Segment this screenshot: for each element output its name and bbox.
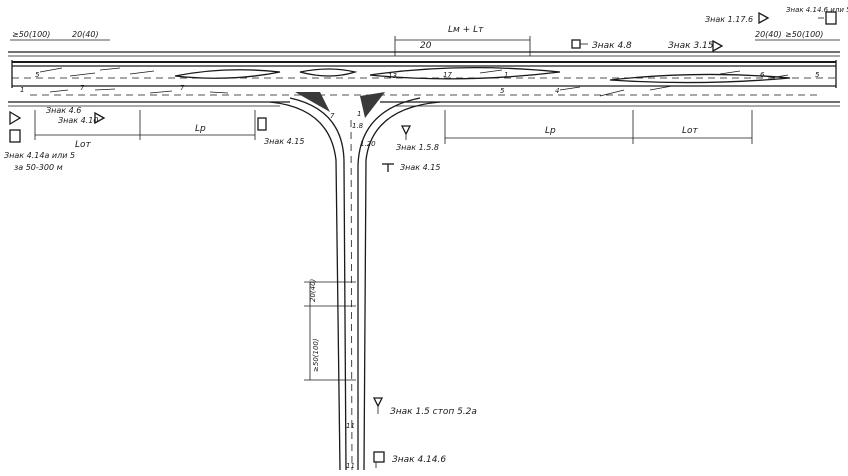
sign-4-15b-label: Знак 4.15 <box>400 163 440 172</box>
lane-mark: 1 <box>357 110 361 118</box>
lane-arrows <box>39 67 789 97</box>
lane-mark: 7 <box>180 84 185 92</box>
lane-mark: 5 <box>500 87 505 95</box>
dim-11: 11 <box>346 422 355 430</box>
sign-3-15-label: Знак 3.15 <box>668 41 714 51</box>
sign-post-right-symbol <box>818 11 837 25</box>
sign-4-15a-label: Знак 4.15 <box>264 137 304 146</box>
sign-4-15-symbol <box>257 117 267 131</box>
dim-top-right: 20(40) <box>755 30 782 39</box>
dim-lr-right: Lр <box>545 126 556 136</box>
lane-mark: 7 <box>330 112 335 120</box>
lane-mark: 7 <box>80 84 85 92</box>
lane-mark: 1 <box>504 71 508 79</box>
lane-mark: 5 <box>35 71 40 79</box>
sign-stop-label: Знак 1.5 стоп 5.2а <box>390 407 477 417</box>
sign-1-5-8-label: Знак 1.5.8 <box>396 143 439 152</box>
sign-t-symbol <box>382 163 394 172</box>
sign-4-8-symbol <box>571 39 588 49</box>
arrow-right-icon <box>9 110 22 126</box>
dim-lot-right: Lот <box>682 126 699 136</box>
arrow-left-icon <box>758 11 770 25</box>
dim-twenty: 20 <box>420 41 432 51</box>
minor-road <box>269 97 441 471</box>
sign-4-14b-label: Знак 4.14.6 или 5 <box>786 6 848 14</box>
dim-vert-upper: 20(40) <box>309 278 317 302</box>
sign-4-14-6-label: Знак 4.14.6 <box>392 455 446 465</box>
sign-4-10-label: Знак 4.10 <box>58 116 98 125</box>
dim-lr: Lр <box>195 124 206 134</box>
dim-11b: 11 <box>346 462 355 470</box>
dimension-lines <box>10 36 840 381</box>
sign-1-17b-label: Знак 1.17.6 <box>705 15 753 24</box>
yield-sign-icon <box>372 397 384 414</box>
sign-symbols <box>9 11 837 468</box>
dimension-labels: ≥50(100) 20(40) 20(40) ≥50(100) Lм + Lт … <box>12 25 823 470</box>
lane-mark: 13 <box>388 72 397 80</box>
dim-18: 1.8 <box>352 122 364 130</box>
dim-top-right2: ≥50(100) <box>785 30 823 39</box>
dim-vert-lower: ≥50(100) <box>312 338 320 372</box>
lane-mark: 17 <box>443 71 452 79</box>
lane-mark: 5 <box>815 71 820 79</box>
yield-sign-icon <box>400 125 412 140</box>
dim-top-left2: 20(40) <box>72 30 99 39</box>
arrow-left-icon <box>712 39 724 53</box>
dim-lot-left: Lот <box>75 140 92 150</box>
dim-lm-lt: Lм + Lт <box>448 25 484 35</box>
channelizing-islands <box>174 67 791 118</box>
sign-4-8-label: Знак 4.8 <box>592 41 632 51</box>
sign-post-left-symbol <box>9 129 21 143</box>
lane-mark-numbers: 5 7 7 13 17 1 5 6 1 5 4 1 7 <box>20 71 820 120</box>
dim-120: 1.20 <box>360 140 376 148</box>
sign-4-14a-label: Знак 4.14а или 5 <box>4 151 75 160</box>
lane-mark: 4 <box>555 87 559 95</box>
sign-4-6-label: Знак 4.6 <box>46 106 81 115</box>
sign-4-14a-dist: за 50-300 м <box>14 163 63 172</box>
lane-mark: 1 <box>20 86 24 94</box>
sign-4-14-symbol <box>373 451 385 468</box>
lane-mark: 6 <box>760 71 765 79</box>
sign-labels: Знак 4.8 Знак 3.15 Знак 1.17.6 Знак 4.14… <box>4 6 848 465</box>
arrow-right-icon <box>94 111 106 125</box>
dim-top-left: ≥50(100) <box>12 30 50 39</box>
